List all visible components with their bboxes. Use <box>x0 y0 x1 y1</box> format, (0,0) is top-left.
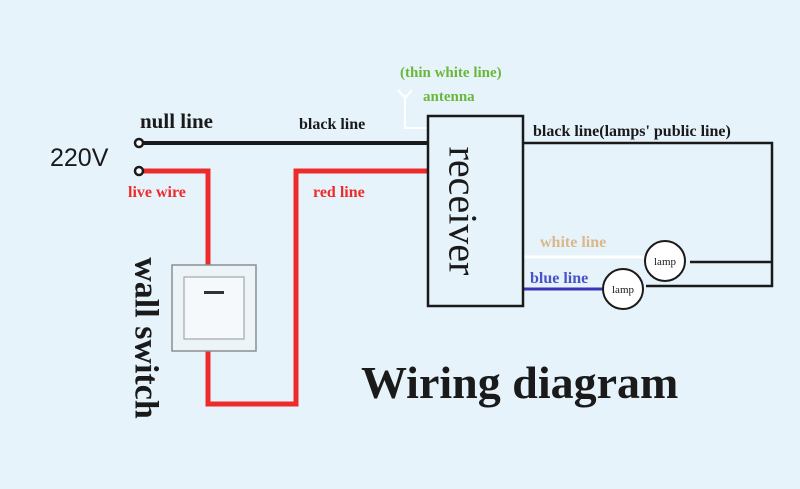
antenna-note-label: (thin white line) <box>400 65 502 81</box>
live-wire-label: live wire <box>128 184 186 201</box>
lamp-2: lamp <box>602 268 644 310</box>
wall-switch-label: wall switch <box>128 257 165 419</box>
null-line-label: null line <box>140 109 213 133</box>
lamps-public-line-label: black line(lamps' public line) <box>533 123 731 140</box>
red-wire-loop <box>140 168 428 407</box>
antenna-tip <box>397 89 413 100</box>
antenna-label: antenna <box>423 89 475 105</box>
wall-switch <box>171 264 257 352</box>
voltage-label: 220V <box>50 144 109 172</box>
antenna <box>397 89 428 129</box>
antenna-wire <box>404 95 428 129</box>
lamp-2-circle <box>602 268 644 310</box>
switch-rocker <box>183 276 245 340</box>
null-terminal <box>133 137 145 149</box>
live-terminal <box>133 165 145 177</box>
lamp-1-label: lamp <box>654 256 676 268</box>
lamp-1: lamp <box>644 240 686 282</box>
diagram-title: Wiring diagram <box>361 357 678 408</box>
receiver-box <box>426 114 525 308</box>
switch-indicator <box>204 291 224 294</box>
lamps-public-line <box>523 141 774 288</box>
lamp-2-label: lamp <box>612 284 634 296</box>
blue-line-label: blue line <box>530 270 588 287</box>
lamp-1-circle <box>644 240 686 282</box>
white-line-label: white line <box>540 234 606 251</box>
black-line-label: black line <box>299 116 365 133</box>
red-line-label: red line <box>313 184 365 201</box>
receiver-label: receiver <box>441 147 486 276</box>
